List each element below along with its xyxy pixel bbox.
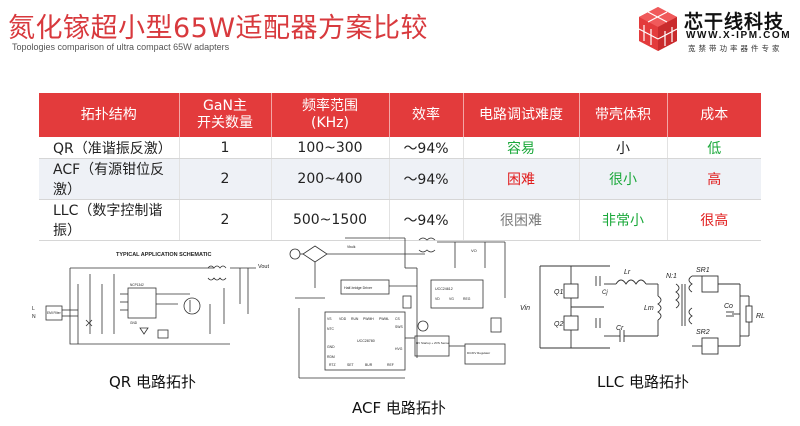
llc-label-cr: Cr <box>616 325 624 332</box>
company-logo: 芯干线科技 WWW.X-IPM.COM 宽禁带功率器件专家 <box>636 5 796 55</box>
acf-pin-vdd: VDD <box>339 317 347 321</box>
cell-efficiency: ～94% <box>389 158 464 200</box>
acf-pin-rdm: RDM <box>327 355 335 359</box>
acf-pin-run: RUN <box>351 317 359 321</box>
cell-topology: ACF（有源钳位反激） <box>39 158 180 200</box>
acf-pin-ref: REF <box>387 363 394 367</box>
acf-pin-vd: VD <box>435 297 440 301</box>
llc-caption: LLC 电路拓扑 <box>597 373 689 391</box>
header-topology: 拓扑结构 <box>39 93 180 137</box>
cell-frequency: 500~1500 <box>271 199 390 241</box>
cell-cost: 很高 <box>667 199 761 241</box>
logo-tagline: 宽禁带功率器件专家 <box>688 44 783 53</box>
red-cube-logo-icon <box>638 7 678 51</box>
acf-regulator-label: DC/DV Regulator <box>467 351 490 355</box>
qr-label-n: N <box>32 314 36 320</box>
acf-controller-label: UCC28780 <box>357 339 375 343</box>
acf-schematic-diagram: Half-bridge Driver UCC28780 UCC24612 HV … <box>289 237 506 379</box>
acf-half-bridge-label: Half-bridge Driver <box>344 286 373 290</box>
cell-difficulty: 很困难 <box>463 199 580 241</box>
acf-pin-bur: BUR <box>365 363 373 367</box>
cell-difficulty: 容易 <box>463 137 580 159</box>
acf-pin-rtz: RTZ <box>329 363 336 367</box>
header-switch-count: GaN主开关数量 <box>179 93 272 137</box>
acf-label-vo: VO <box>471 248 477 253</box>
acf-sr-controller-label: UCC24612 <box>435 287 453 291</box>
llc-label-sr1: SR1 <box>696 267 710 274</box>
cell-volume: 小 <box>579 137 668 159</box>
llc-label-lr: Lr <box>624 269 631 276</box>
acf-pin-gnd: GND <box>327 345 335 349</box>
header-volume: 带壳体积 <box>579 93 668 137</box>
qr-label-gnd: GND <box>130 321 138 325</box>
header-cost: 成本 <box>667 93 761 137</box>
table-header-row: 拓扑结构 GaN主开关数量 频率范围(KHz) 效率 电路调试难度 带壳体积 成… <box>39 93 761 137</box>
cell-frequency: 200~400 <box>271 158 390 200</box>
page-subtitle: Topologies comparison of ultra compact 6… <box>12 42 230 52</box>
cell-switches: 1 <box>179 137 272 159</box>
qr-label-controller: NCP1342 <box>130 283 144 287</box>
qr-label-vout: Vout <box>258 264 269 270</box>
llc-label-cj: Cj <box>602 290 608 296</box>
cell-cost: 低 <box>667 137 761 159</box>
logo-company-name: 芯干线科技 <box>684 11 785 33</box>
header-difficulty: 电路调试难度 <box>463 93 580 137</box>
topology-comparison-table: 拓扑结构 GaN主开关数量 频率范围(KHz) 效率 电路调试难度 带壳体积 成… <box>39 93 761 241</box>
acf-pin-pwml: PWML <box>379 317 389 321</box>
acf-pin-sws: SWS <box>395 325 403 329</box>
cell-efficiency: ～94% <box>389 199 464 241</box>
llc-schematic-diagram: Vin Q1 Q2 Cr Lr N:1 Lm SR1 SR2 Co RL Cj <box>520 265 765 355</box>
table-row: QR（准谐振反激） 1 100~300 ～94% 容易 小 低 <box>39 137 761 159</box>
qr-schematic-diagram: TYPICAL APPLICATION SCHEMATIC L N EMI Fi… <box>32 252 269 345</box>
acf-pin-reg: REG <box>463 297 471 301</box>
header-frequency: 频率范围(KHz) <box>271 93 390 137</box>
cell-efficiency: ～94% <box>389 137 464 159</box>
table-row: ACF（有源钳位反激） 2 200~400 ～94% 困难 很小 高 <box>39 158 761 200</box>
cell-cost: 高 <box>667 158 761 200</box>
llc-label-co: Co <box>724 303 733 310</box>
acf-pin-vs: VS <box>327 317 332 321</box>
qr-label-l: L <box>32 306 35 312</box>
logo-url: WWW.X-IPM.COM <box>686 30 792 41</box>
qr-caption: QR 电路拓扑 <box>109 373 196 391</box>
llc-label-q2: Q2 <box>554 321 563 328</box>
qr-label-emi-filter: EMI Filter <box>47 311 62 315</box>
acf-label-vbulk: Vbulk <box>347 245 356 249</box>
acf-pin-ntc: NTC <box>327 327 335 331</box>
llc-label-rl: RL <box>756 313 765 320</box>
llc-label-lm: Lm <box>644 305 654 312</box>
llc-label-q1: Q1 <box>554 289 563 296</box>
cell-frequency: 100~300 <box>271 137 390 159</box>
acf-pin-hvg: HVG <box>395 347 403 351</box>
qr-schematic-heading: TYPICAL APPLICATION SCHEMATIC <box>116 252 211 258</box>
cell-volume: 非常小 <box>579 199 668 241</box>
header-efficiency: 效率 <box>389 93 464 137</box>
cell-difficulty: 困难 <box>463 158 580 200</box>
acf-pin-cs: CS <box>395 317 400 321</box>
acf-pin-vg: VG <box>449 297 454 301</box>
acf-hv-startup-label: HV Startup + ZVS Sense <box>416 341 450 345</box>
llc-label-vin: Vin <box>520 305 530 312</box>
cell-switches: 2 <box>179 199 272 241</box>
header-frequency-text: 频率范围(KHz) <box>302 98 358 131</box>
cell-topology: QR（准谐振反激） <box>39 137 180 159</box>
page-title: 氮化镓超小型65W适配器方案比较 <box>8 13 429 44</box>
llc-label-turns-ratio: N:1 <box>666 273 677 280</box>
llc-label-sr2: SR2 <box>696 329 710 336</box>
header-switch-count-text: GaN主开关数量 <box>197 98 253 131</box>
table-row: LLC（数字控制谐振） 2 500~1500 ～94% 很困难 非常小 很高 <box>39 199 761 241</box>
acf-caption: ACF 电路拓扑 <box>352 399 446 417</box>
acf-pin-set: SET <box>347 363 354 367</box>
acf-pin-pwmh: PWMH <box>363 317 374 321</box>
cell-volume: 很小 <box>579 158 668 200</box>
cell-topology: LLC（数字控制谐振） <box>39 199 180 241</box>
cell-switches: 2 <box>179 158 272 200</box>
